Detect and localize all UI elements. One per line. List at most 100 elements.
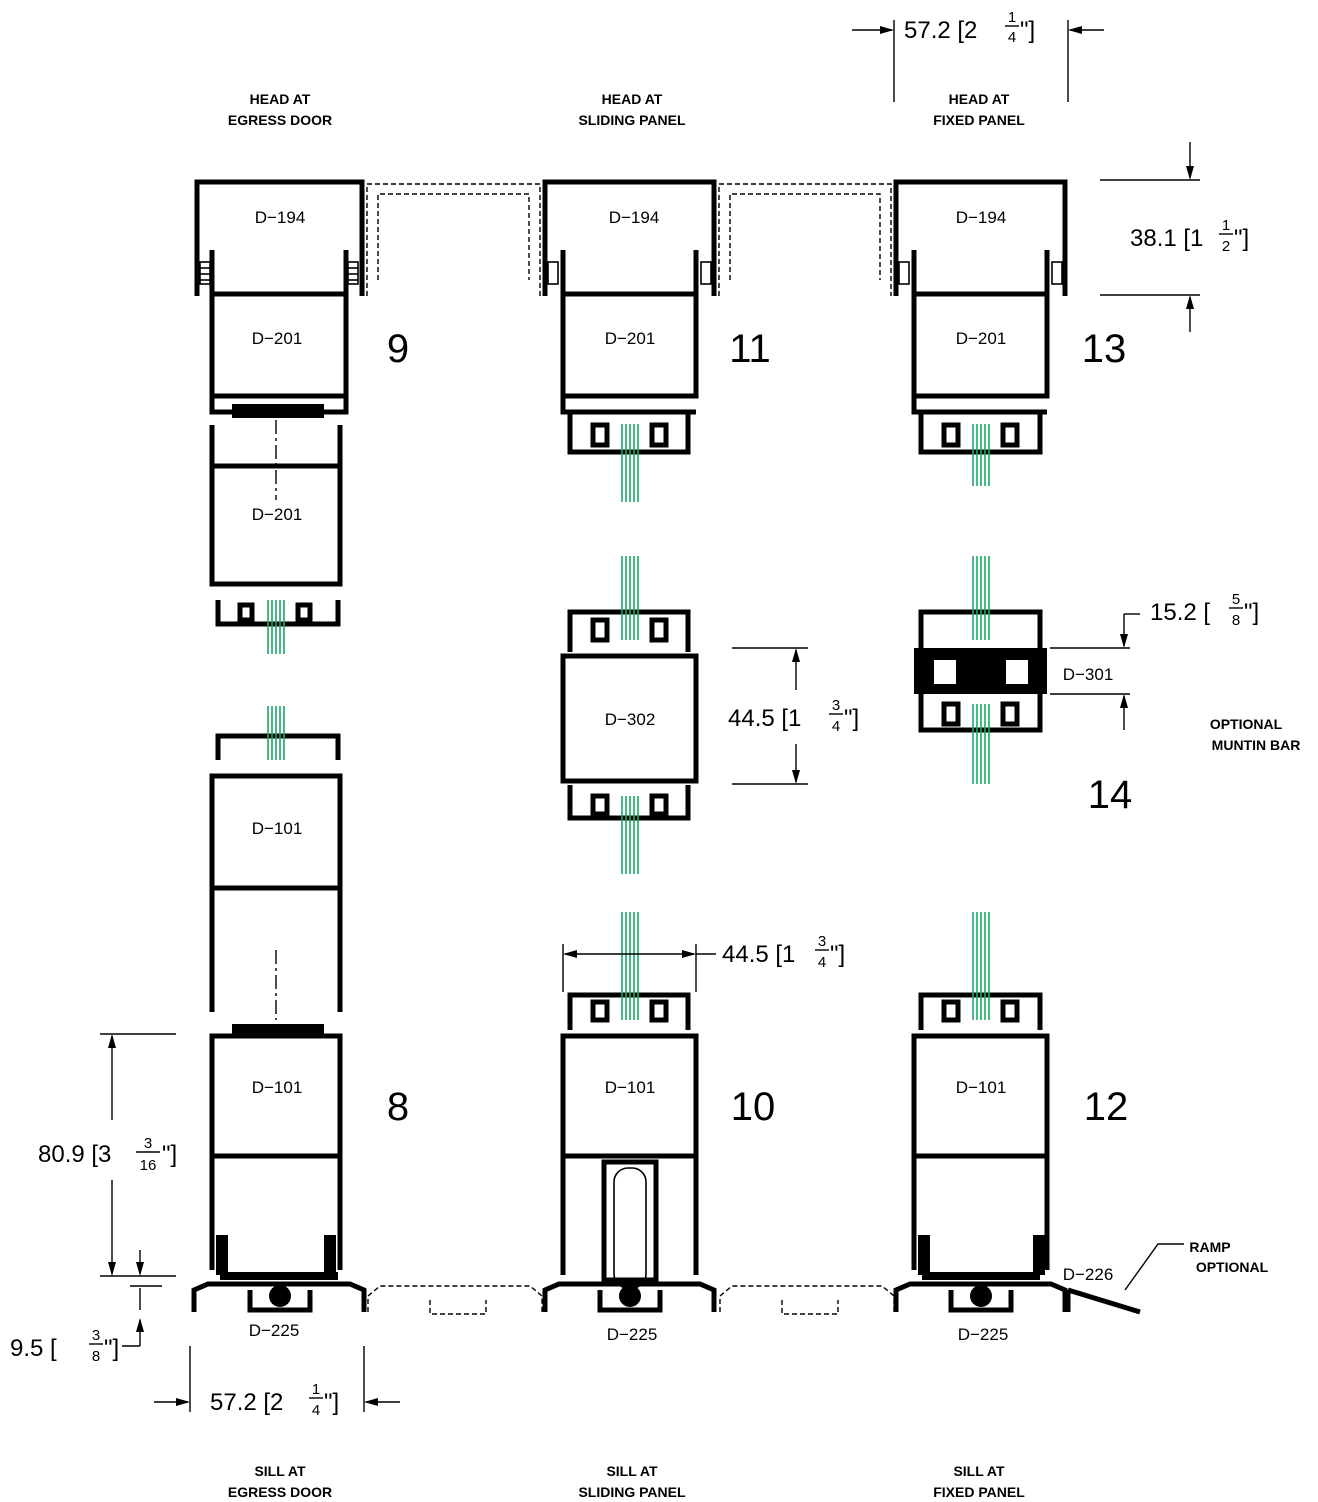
rail-mid-egress <box>209 420 343 627</box>
rail-top-sliding <box>560 291 699 455</box>
dim-rail-height-value: 80.9 [3 <box>38 1141 111 1168</box>
dim-sill-offset-value: 9.5 [ <box>10 1335 57 1362</box>
dim-top-width-tail: "] <box>1020 17 1035 44</box>
ramp-leader <box>1124 1243 1184 1291</box>
dim-bottom-width-num: 1 <box>312 1381 320 1398</box>
detail-number-12: 12 <box>1084 1085 1129 1129</box>
rail-bottom-egress-upper <box>209 733 343 1020</box>
rail-bottom-egress-part-label: D−101 <box>252 1078 303 1097</box>
glass-egress-mid <box>267 600 285 654</box>
muntin-fixed-part-label: D−301 <box>1063 665 1114 684</box>
header-head-egress: HEAD AT EGRESS DOOR <box>228 91 332 128</box>
dim-sill-offset: 9.5 [ 3 8 "] <box>10 1250 162 1365</box>
dim-bottom-width-value: 57.2 [2 <box>210 1389 283 1416</box>
dim-sliding-width-num: 3 <box>818 933 826 950</box>
dim-muntin-sliding-height-tail: "] <box>844 705 859 732</box>
glass-fixed-muntin-top <box>972 556 990 640</box>
sill-sliding <box>542 1281 717 1313</box>
rail-bottom-fixed <box>911 992 1050 1280</box>
glass-egress-lower <box>267 706 285 760</box>
ramp-optional-line2: OPTIONAL <box>1196 1259 1269 1275</box>
sill-connector-right <box>719 1285 895 1315</box>
dim-head-height-value: 38.1 [1 <box>1130 225 1203 252</box>
detail-number-9: 9 <box>387 327 409 371</box>
sill-egress-part-label: D−225 <box>249 1321 300 1340</box>
dim-muntin-fixed-height-value: 15.2 [ <box>1150 599 1210 626</box>
dim-bottom-width-tail: "] <box>324 1389 339 1416</box>
detail-number-11: 11 <box>729 327 771 371</box>
rail-bottom-egress-upper-part-label: D−101 <box>252 819 303 838</box>
header-head-fixed-line1: HEAD AT <box>949 91 1010 107</box>
dim-muntin-sliding-height-num: 3 <box>832 697 840 714</box>
dim-head-height: 38.1 [1 1 2 "] <box>1100 142 1249 332</box>
dim-muntin-fixed-height-num: 5 <box>1232 591 1240 608</box>
header-head-sliding-line1: HEAD AT <box>602 91 663 107</box>
glass-fixed-bottom <box>972 912 990 1020</box>
rail-top-sliding-part-label: D−201 <box>605 329 656 348</box>
sill-egress <box>191 1281 367 1313</box>
header-head-sliding: HEAD AT SLIDING PANEL <box>578 91 686 128</box>
ramp-part-label: D−226 <box>1063 1265 1114 1284</box>
dim-sliding-width-value: 44.5 [1 <box>722 941 795 968</box>
muntin-fixed <box>914 609 1047 733</box>
dim-rail-height-num: 3 <box>144 1135 152 1152</box>
dim-top-width-den: 4 <box>1008 29 1016 46</box>
muntin-sliding-part-label: D−302 <box>605 710 656 729</box>
header-sill-fixed-line1: SILL AT <box>953 1463 1005 1479</box>
sill-sliding-part-label: D−225 <box>607 1325 658 1344</box>
header-sill-sliding-line2: SLIDING PANEL <box>578 1484 686 1500</box>
header-sill-fixed-line2: FIXED PANEL <box>933 1484 1025 1500</box>
rail-bottom-egress <box>209 1024 343 1280</box>
head-sliding-profile <box>542 179 717 296</box>
glass-sliding-muntin-bottom <box>621 796 639 874</box>
head-connector-left <box>366 183 541 296</box>
header-sill-egress-line1: SILL AT <box>254 1463 306 1479</box>
optional-muntin-line2: MUNTIN BAR <box>1212 737 1301 753</box>
dim-top-width: 57.2 [2 1 4 "] <box>852 9 1104 102</box>
dim-muntin-sliding-height-value: 44.5 [1 <box>728 705 801 732</box>
head-connector-right <box>718 183 892 296</box>
glass-lines <box>267 424 990 1020</box>
dim-muntin-sliding-height: 44.5 [1 3 4 "] <box>728 647 859 785</box>
header-head-egress-line2: EGRESS DOOR <box>228 112 332 128</box>
sill-fixed-part-label: D−225 <box>958 1325 1009 1344</box>
dim-sill-offset-tail: "] <box>104 1335 119 1362</box>
optional-muntin-label: OPTIONAL MUNTIN BAR <box>1210 716 1301 753</box>
dim-top-width-num: 1 <box>1008 9 1016 26</box>
header-sill-egress-line2: EGRESS DOOR <box>228 1484 332 1500</box>
detail-number-8: 8 <box>387 1085 409 1129</box>
sill-fixed <box>893 1281 1068 1313</box>
dim-sliding-width: 44.5 [1 3 4 "] <box>562 933 845 992</box>
detail-number-10: 10 <box>731 1085 776 1129</box>
glass-sliding-bottom <box>621 912 639 1020</box>
dim-muntin-sliding-height-den: 4 <box>832 718 840 735</box>
dim-bottom-width: 57.2 [2 1 4 "] <box>154 1346 400 1419</box>
rail-mid-egress-part-label: D−201 <box>252 505 303 524</box>
dim-muntin-fixed-height-den: 8 <box>1232 612 1240 629</box>
header-head-fixed: HEAD AT FIXED PANEL <box>933 91 1025 128</box>
header-sill-sliding-line1: SILL AT <box>606 1463 658 1479</box>
dim-sill-offset-num: 3 <box>92 1327 100 1344</box>
dim-rail-height: 80.9 [3 3 16 "] <box>38 1033 177 1277</box>
head-fixed-part-label: D−194 <box>956 208 1007 227</box>
dim-bottom-width-den: 4 <box>312 1402 320 1419</box>
dim-muntin-fixed-height-tail: "] <box>1244 599 1259 626</box>
sill-connector-left <box>367 1285 543 1315</box>
glass-sliding-top <box>621 424 639 502</box>
glass-fixed-muntin-bottom <box>972 704 990 784</box>
dim-muntin-fixed-height: 15.2 [ 5 8 "] <box>1050 591 1259 730</box>
ramp-optional-label: RAMP OPTIONAL <box>1189 1239 1268 1275</box>
header-head-sliding-line2: SLIDING PANEL <box>578 112 686 128</box>
rail-top-fixed-part-label: D−201 <box>956 329 1007 348</box>
rail-top-egress <box>209 291 349 418</box>
rail-bottom-sliding <box>560 992 699 1289</box>
glass-fixed-top <box>972 424 990 486</box>
detail-number-14: 14 <box>1088 773 1133 817</box>
header-head-egress-line1: HEAD AT <box>250 91 311 107</box>
optional-muntin-line1: OPTIONAL <box>1210 716 1283 732</box>
head-fixed-profile <box>893 179 1068 296</box>
rail-bottom-sliding-part-label: D−101 <box>605 1078 656 1097</box>
dim-rail-height-den: 16 <box>140 1157 157 1174</box>
dim-sliding-width-tail: "] <box>830 941 845 968</box>
